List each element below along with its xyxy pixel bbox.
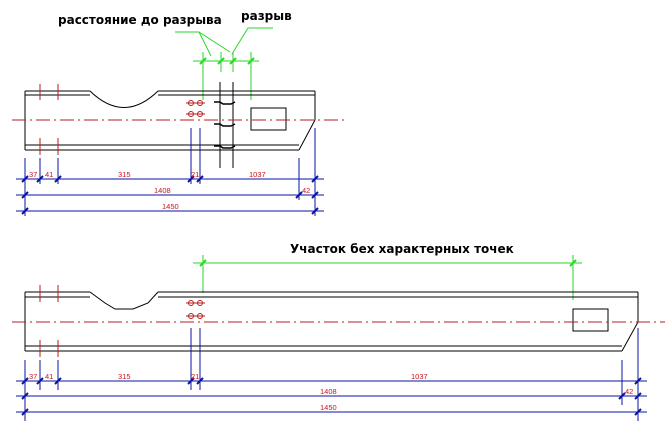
leader-line <box>175 31 212 57</box>
dim-label: 42 <box>302 186 310 195</box>
dim-label: 1037 <box>411 372 428 381</box>
dim-label: 1408 <box>320 387 337 396</box>
dim-label: 315 <box>118 170 131 179</box>
dim-label: 42 <box>625 387 633 396</box>
label-break: разрыв <box>241 9 292 23</box>
rect-opening <box>572 308 609 332</box>
dim-label: 1450 <box>320 403 337 412</box>
dim-label: 21 <box>191 372 199 381</box>
beam-outline <box>24 82 316 168</box>
ticks <box>199 57 255 65</box>
dim-label: 37 <box>29 372 37 381</box>
leader-line <box>198 31 231 53</box>
dim-label: 1450 <box>162 202 179 211</box>
dim-label: 41 <box>45 372 53 381</box>
bottom-drawing: Участок бех характерных точек <box>12 242 665 421</box>
dim-label: 1408 <box>154 186 171 195</box>
cutout-arc <box>89 90 159 108</box>
label-distance-to-break: расстояние до разрыва <box>58 13 222 27</box>
dim-label: 315 <box>118 372 131 381</box>
label-segment-without-points: Участок бех характерных точек <box>290 242 514 256</box>
top-drawing: расстояние до разрыва разрыв <box>12 9 345 216</box>
dim-label: 41 <box>45 170 53 179</box>
leader-line <box>231 27 273 55</box>
hole-marks <box>39 285 205 357</box>
dimension-lines <box>16 328 647 421</box>
break-annotation <box>175 27 273 100</box>
dim-label: 21 <box>191 170 199 179</box>
dimension-lines <box>16 128 324 216</box>
hole-marks <box>39 84 205 155</box>
segment-annotation <box>193 255 582 300</box>
dim-label: 37 <box>29 170 37 179</box>
dim-label: 1037 <box>249 170 266 179</box>
beam-outline <box>24 291 639 352</box>
rect-opening <box>250 107 287 131</box>
cutout <box>89 291 159 310</box>
